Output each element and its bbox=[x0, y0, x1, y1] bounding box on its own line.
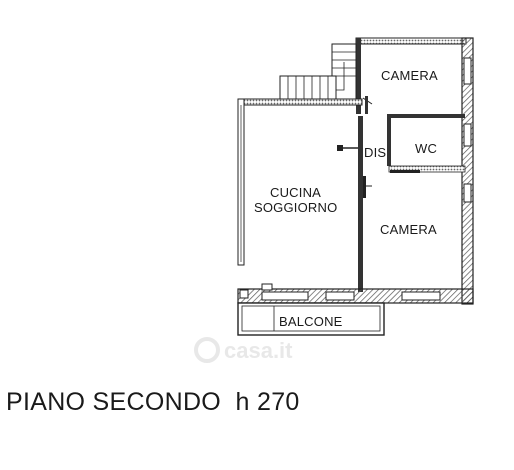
watermark-text: casa.it bbox=[224, 338, 293, 363]
staircase bbox=[279, 43, 357, 103]
balcony bbox=[237, 302, 385, 336]
room-label-balcone: BALCONE bbox=[279, 314, 343, 329]
room-label-cucina: CUCINA bbox=[270, 185, 321, 200]
walls bbox=[237, 37, 474, 336]
room-label-soggiorno: SOGGIORNO bbox=[254, 200, 337, 215]
room-label-camera-bottom: CAMERA bbox=[380, 222, 437, 237]
room-label-camera-top: CAMERA bbox=[381, 68, 438, 83]
watermark: casa.it bbox=[194, 337, 293, 363]
room-label-wc: WC bbox=[415, 141, 437, 156]
room-label-dis: DIS bbox=[364, 145, 386, 160]
floor-caption: PIANO SECONDO h 270 bbox=[6, 388, 300, 416]
